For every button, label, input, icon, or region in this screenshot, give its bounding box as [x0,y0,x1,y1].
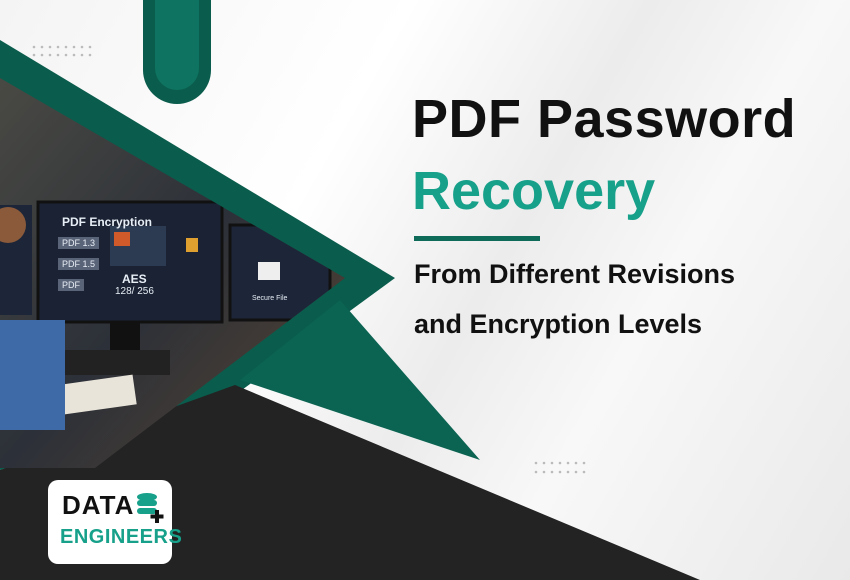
screen-aes: AES [122,272,147,286]
database-plus-icon [137,493,164,523]
screen-aes-bits: 128/ 256 [115,286,154,297]
logo-text-engineers: ENGINEERS [60,526,183,548]
dots-pattern-bottom [534,461,586,474]
screen-secure-file: Secure File [252,295,288,302]
headline-line2: Recovery [412,161,656,221]
logo-text-data: DATA [62,490,135,520]
pill-shape [143,0,211,104]
screen-chip: PDF [58,279,84,291]
dots-pattern-top [32,45,92,57]
screen-chip: PDF 1.5 [58,258,100,270]
dark-bottom-shape [0,385,700,580]
subheadline-line1: From Different Revisions [414,259,736,289]
subheadline-line2: and Encryption Levels [414,309,703,339]
headline-line1: PDF Password [412,89,797,149]
accent-underline [414,236,540,241]
screen-title: PDF Encryption [62,215,153,229]
data-engineers-logo: DATA ENGINEERS [48,480,182,564]
screen-chip: PDF 1.3 [58,237,100,249]
green-triangle [240,300,480,460]
